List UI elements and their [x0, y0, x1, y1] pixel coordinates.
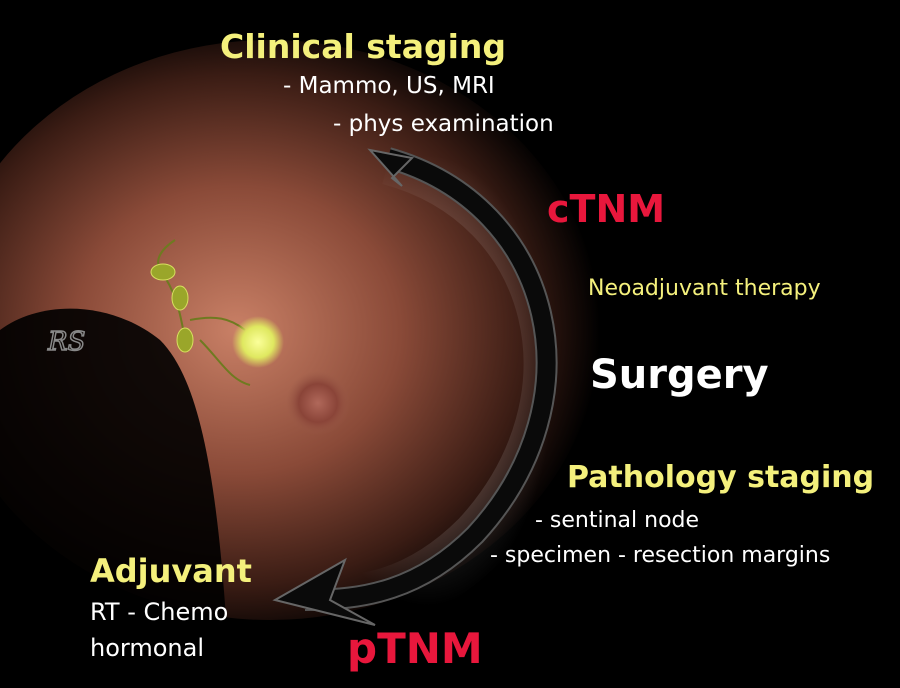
arrow-tail: [367, 148, 415, 187]
pathology-item: - specimen - resection margins: [490, 543, 831, 568]
pathology-item: - sentinal node: [535, 508, 700, 533]
arrowhead-icon: [272, 557, 376, 626]
nipple: [286, 371, 350, 435]
clinical-staging-title: Clinical staging: [220, 27, 507, 66]
adjuvant-item: RT - Chemo: [90, 598, 229, 626]
cycle-arrow: [304, 149, 556, 609]
pathology-staging-title: Pathology staging: [567, 460, 875, 495]
adjuvant-title: Adjuvant: [90, 552, 252, 590]
clinical-item: - Mammo, US, MRI: [283, 73, 495, 99]
rs-watermark: RS: [47, 327, 85, 357]
ctnm-label: cTNM: [547, 187, 666, 231]
arm-shadow: [0, 308, 230, 688]
lymph-node: [176, 327, 194, 353]
neoadjuvant-label: Neoadjuvant therapy: [588, 276, 821, 301]
lymph-node: [150, 263, 176, 281]
clinical-item: - phys examination: [333, 111, 554, 137]
lymph-node: [171, 285, 189, 311]
tumor: [232, 316, 284, 368]
surgery-label: Surgery: [590, 352, 769, 398]
adjuvant-item: hormonal: [90, 634, 204, 662]
ptnm-label: pTNM: [347, 624, 483, 673]
